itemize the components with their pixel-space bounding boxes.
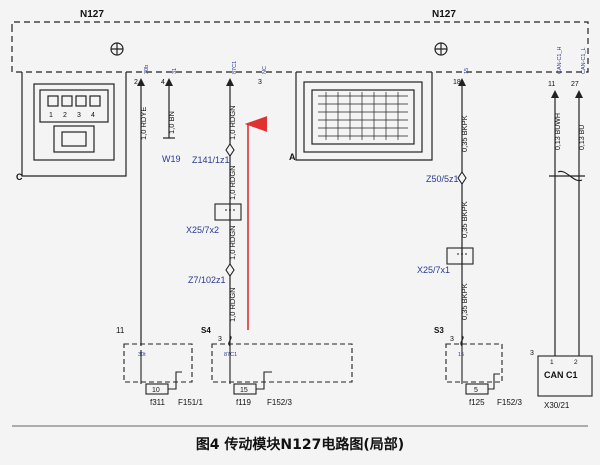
connector-a-label: A (289, 152, 296, 162)
wire-label-bu: 0,13 BU (579, 125, 586, 150)
pin-18: 18 (453, 79, 461, 86)
connector-a (295, 72, 433, 161)
pin-2-tag: 30b (144, 65, 150, 74)
inline-connector-x25-7x1 (446, 247, 474, 265)
wire-label-rdgn-2: 1,0 RDGN (228, 165, 237, 200)
fuse-right-box: F152/3 (497, 398, 522, 407)
can-connector (537, 355, 593, 397)
wire-label-buwh: 0,13 BUWH (555, 113, 562, 150)
pin-mid-tag: 87C1 (232, 61, 238, 74)
fuse-left-box: F151/1 (178, 398, 203, 407)
fuse-left-number: 10 (152, 387, 160, 394)
module-label-left: N127 (80, 9, 104, 20)
fuse-right-inner: 15 (458, 352, 464, 358)
splice-points (225, 143, 467, 277)
fuse-right-number: 5 (474, 387, 478, 394)
fuse-mid-sub: 3 (218, 336, 222, 343)
wire-label-rdgn-4: 1,0 RDGN (228, 287, 237, 322)
fuse-box-left (123, 343, 193, 395)
wire-label-rdye: 1,0 RDYE (139, 107, 148, 140)
can-conn-id: X30/21 (544, 401, 570, 410)
pin-18-tag: 15 (464, 68, 470, 74)
can-l-tag: CAN-C1_L (581, 47, 587, 74)
label-z141: Z141/1z1 (192, 155, 230, 165)
fuse-right-id: f125 (469, 398, 485, 407)
pin-2: 2 (134, 79, 138, 86)
fuse-left-inner: 30t (138, 352, 146, 358)
chassis-symbol-right (434, 42, 448, 56)
fuse-mid-pin: S4 (201, 326, 211, 335)
can-pin-1: 1 (550, 359, 554, 366)
wire-label-rdgn-1: 1,0 RDGN (228, 105, 237, 140)
chassis-symbol-left (110, 42, 124, 56)
figure-caption: 图4 传动模块N127电路图(局部) (195, 437, 405, 453)
fuse-mid-id: f119 (236, 398, 252, 407)
module-label-right: N127 (432, 9, 456, 20)
connector-c-label: C (16, 172, 23, 182)
can-pin-2: 2 (574, 359, 578, 366)
fuse-left-id: f311 (150, 398, 166, 407)
can-pin: 3 (530, 350, 534, 357)
pin-3-tag: NC (262, 66, 268, 74)
pin-4-tag: 31 (172, 68, 178, 74)
wire-label-rdgn-3: 1,0 RDGN (228, 225, 237, 260)
label-z7: Z7/102z1 (188, 275, 226, 285)
pin-27: 27 (571, 81, 579, 88)
fuse-right-pin: S3 (434, 326, 444, 335)
can-label: CAN C1 (544, 370, 578, 380)
label-x25-7x2: X25/7x2 (186, 225, 219, 235)
wire-label-bkpk-1: 0,35 BKPK (460, 115, 469, 152)
fuse-box-right (445, 335, 503, 395)
fuse-left-pin: 11 (116, 326, 125, 335)
wire-label-bn: 1,0 BN (167, 111, 176, 134)
label-w19: W19 (162, 154, 181, 164)
pin-terminals (137, 78, 583, 98)
pin-3: 3 (258, 79, 262, 86)
wire-label-bkpk-3: 0,35 BKPK (460, 283, 469, 320)
fuse-mid-box: F152/3 (267, 398, 292, 407)
pin-11: 11 (548, 81, 555, 88)
can-h-tag: CAN-C1_H (557, 46, 563, 74)
connector-c-pin-1: 1 (49, 112, 53, 119)
module-n127-outline (11, 21, 589, 73)
inline-connector-x25-7x2 (214, 203, 242, 221)
pin-4: 4 (161, 79, 165, 86)
fuse-box-mid (211, 335, 353, 395)
label-z50: Z50/5z1 (426, 174, 459, 184)
wire-label-bkpk-2: 0,35 BKPK (460, 201, 469, 238)
fuse-mid-inner: 87C1 (224, 352, 237, 358)
connector-c (21, 72, 127, 177)
connector-c-pin-4: 4 (91, 112, 95, 119)
connector-c-pin-3: 3 (77, 112, 81, 119)
fuse-mid-number: 15 (240, 387, 248, 394)
wires (140, 86, 585, 356)
connector-c-pin-2: 2 (63, 112, 67, 119)
fuse-right-sub: 3 (450, 336, 454, 343)
label-x25-7x1: X25/7x1 (417, 265, 450, 275)
